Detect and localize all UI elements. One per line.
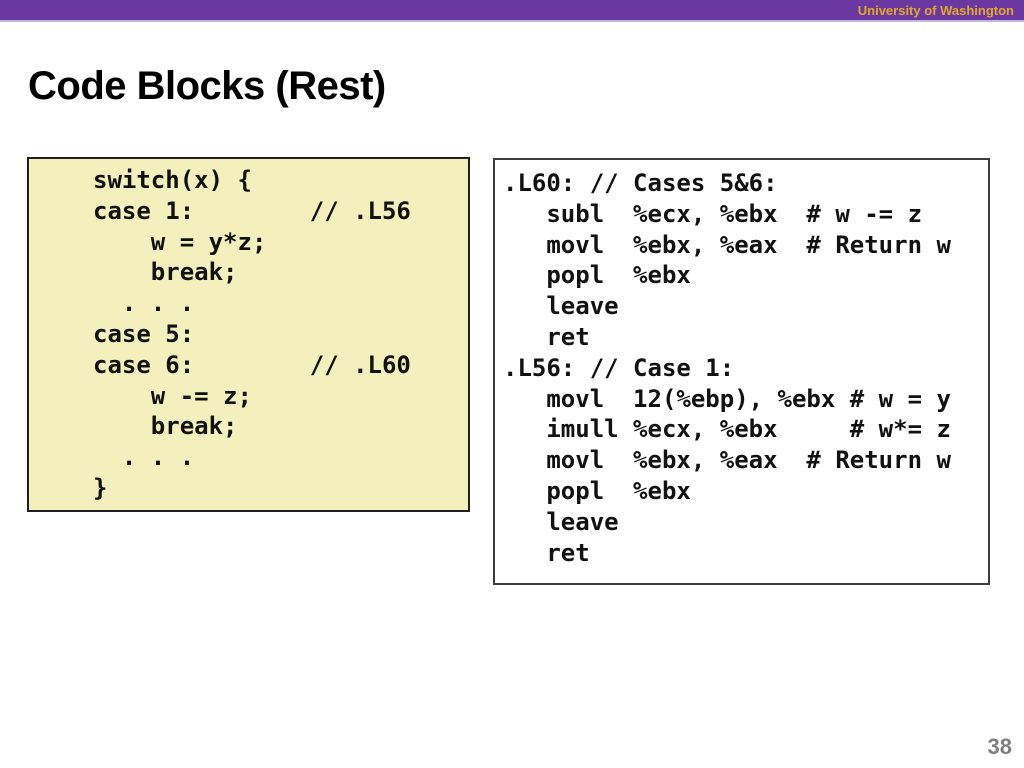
c-code-panel: switch(x) { case 1: // .L56 w = y*z; bre… [27, 157, 470, 512]
code-line: movl 12(%ebp), %ebx # w = y [503, 384, 951, 413]
code-line: w = y*z; [93, 227, 267, 256]
code-line: movl %ebx, %eax # Return w [503, 446, 951, 475]
code-line: . . . [93, 289, 195, 318]
code-line: break; [93, 258, 238, 287]
code-line: subl %ecx, %ebx # w -= z [503, 199, 923, 228]
code-line: leave [503, 507, 619, 536]
institution-name: University of Washington [857, 3, 1014, 18]
code-line: leave [503, 292, 619, 321]
code-line: .L56: // Case 1: [503, 353, 735, 382]
code-line: imull %ecx, %ebx # w*= z [503, 415, 951, 444]
code-line: ret [503, 322, 590, 351]
code-line: case 5: [93, 319, 195, 348]
code-line: break; [93, 412, 238, 441]
code-line: . . . [93, 443, 195, 472]
asm-code-panel: .L60: // Cases 5&6: subl %ecx, %ebx # w … [493, 158, 990, 585]
code-line: w -= z; [93, 381, 252, 410]
header-bar: University of Washington [0, 0, 1024, 22]
code-line: case 1: // .L56 [93, 196, 411, 225]
code-line: movl %ebx, %eax # Return w [503, 230, 951, 259]
page-title: Code Blocks (Rest) [28, 64, 386, 108]
code-line: switch(x) { [93, 166, 252, 194]
code-line: .L60: // Cases 5&6: [503, 169, 778, 197]
code-line: popl %ebx [503, 476, 691, 505]
page-number: 38 [987, 734, 1012, 759]
code-line: popl %ebx [503, 261, 691, 290]
code-line: ret [503, 538, 590, 567]
code-line: } [93, 473, 108, 502]
code-line: case 6: // .L60 [93, 350, 411, 379]
